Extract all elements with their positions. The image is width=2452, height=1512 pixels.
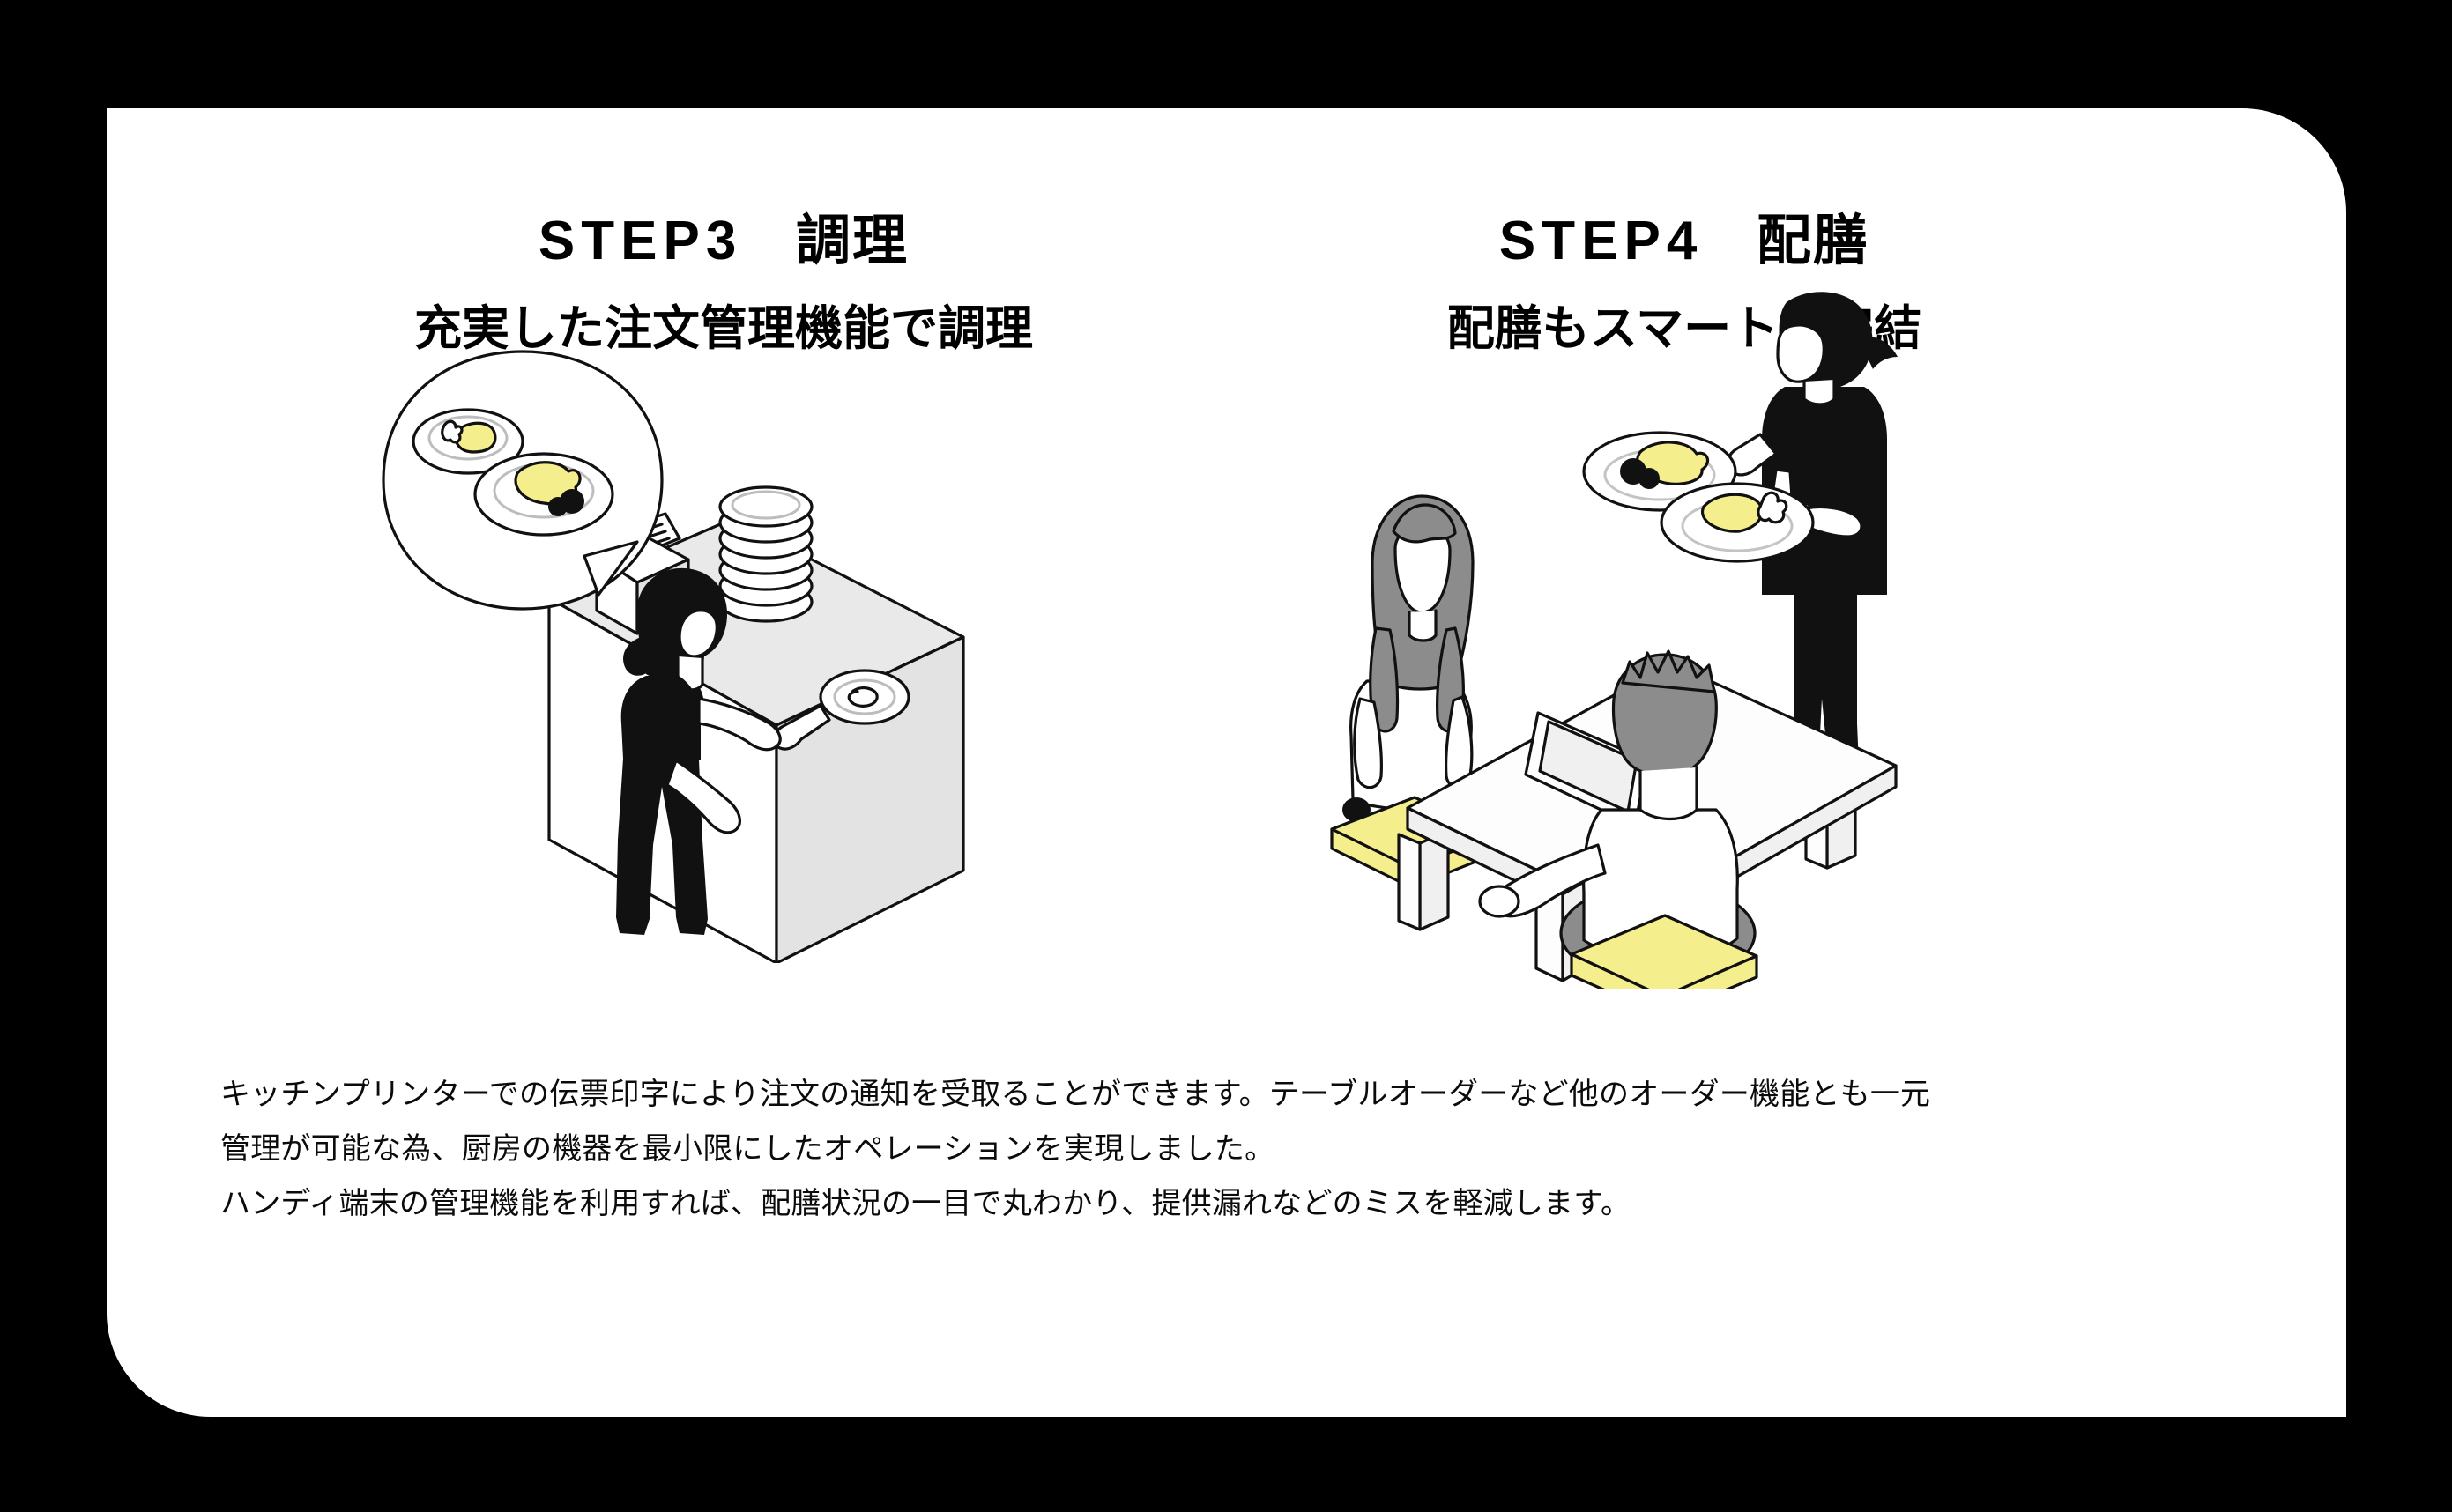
body-copy-line-2: 管理が可能な為、厨房の機器を最小限にしたオペレーションを実現しました。 [220,1132,1275,1166]
step4-title-latin: STEP4 [1498,211,1704,271]
body-copy-line-3: ハンディ端末の管理機能を利用すれば、配膳状況の一目で丸わかり、提供漏れなどのミス… [220,1187,1631,1220]
step3-subtitle: 充実した注文管理機能で調理 [414,302,1033,356]
body-copy: キッチンプリンターでの伝票印字により注文の通知を受取ることができます。テーブルオ… [220,1067,2239,1231]
step3-title: STEP3 調理 [362,212,1085,270]
step4-illustration: .r-ln { fill:none; stroke:#111; stroke-w… [1323,285,2081,1018]
body-copy-line-1: キッチンプリンターでの伝票印字により注文の通知を受取ることができます。テーブルオ… [220,1078,1931,1111]
seated-woman-figure [1342,494,1475,822]
step3-title-jp: 調理 [796,211,910,271]
step3-title-latin: STEP3 [538,211,743,271]
plate-omelette-large [473,452,614,537]
content-card: STEP3 調理 充実した注文管理機能で調理 STEP4 配膳 配膳もスマートに… [107,108,2346,1417]
plate-omelette-right [1660,482,1815,563]
plate-omelette-small [412,408,524,475]
step4-title-jp: 配膳 [1757,211,1870,271]
step3-heading-block: STEP3 調理 充実した注文管理機能で調理 [362,212,1085,359]
stack-of-plates [718,485,814,623]
step4-title: STEP4 配膳 [1323,212,2046,270]
cook-figure [616,567,782,935]
frying-pan [772,669,910,751]
step3-illustration: .ln { fill:none; stroke:#111; stroke-wid… [362,346,1085,965]
